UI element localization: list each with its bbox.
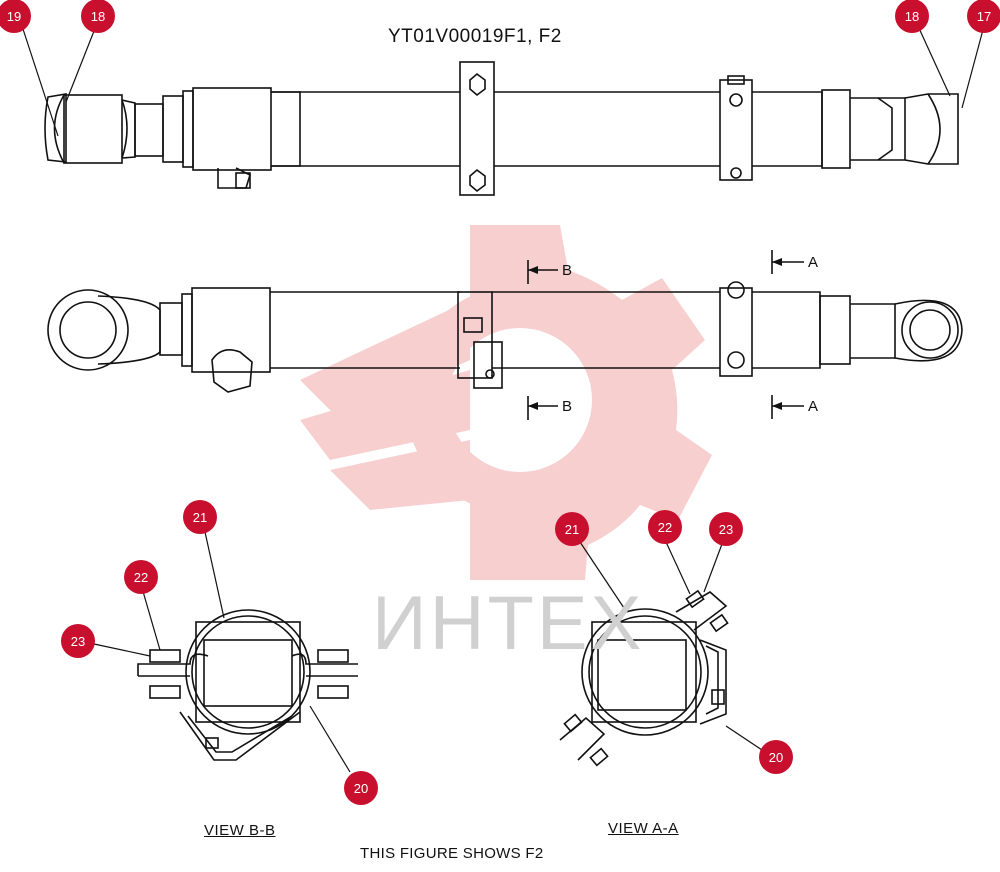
callout-18[interactable]: 18	[895, 0, 929, 33]
callout-23[interactable]: 23	[61, 624, 95, 658]
figure-footer: THIS FIGURE SHOWS F2	[360, 845, 544, 862]
watermark-text: ИНТЕХ	[372, 581, 645, 666]
callout-19[interactable]: 19	[0, 0, 31, 33]
callout-18[interactable]: 18	[81, 0, 115, 33]
callout-20[interactable]: 20	[344, 771, 378, 805]
section-marker-a-bottom: A	[808, 398, 819, 415]
section-marker-a-top: A	[808, 254, 819, 271]
side-cylinder	[47, 281, 963, 393]
top-cylinder	[44, 61, 959, 196]
view-aa-drawing	[559, 589, 729, 767]
figure-title: YT01V00019F1, F2	[388, 26, 562, 47]
callout-22[interactable]: 22	[124, 560, 158, 594]
callout-23[interactable]: 23	[709, 512, 743, 546]
callout-21[interactable]: 21	[183, 500, 217, 534]
view-bb-caption: VIEW B-B	[204, 822, 276, 839]
section-marker-b-top: B	[562, 262, 573, 279]
watermark-gear-icon	[300, 225, 712, 580]
callout-17[interactable]: 17	[967, 0, 1000, 33]
callout-20[interactable]: 20	[759, 740, 793, 774]
section-arrows	[528, 258, 782, 410]
view-aa-caption: VIEW A-A	[608, 820, 679, 837]
section-marker-b-bottom: B	[562, 398, 573, 415]
callout-21[interactable]: 21	[555, 512, 589, 546]
leader-lines	[21, 25, 985, 773]
callout-22[interactable]: 22	[648, 510, 682, 544]
view-bb-drawing	[137, 609, 358, 761]
